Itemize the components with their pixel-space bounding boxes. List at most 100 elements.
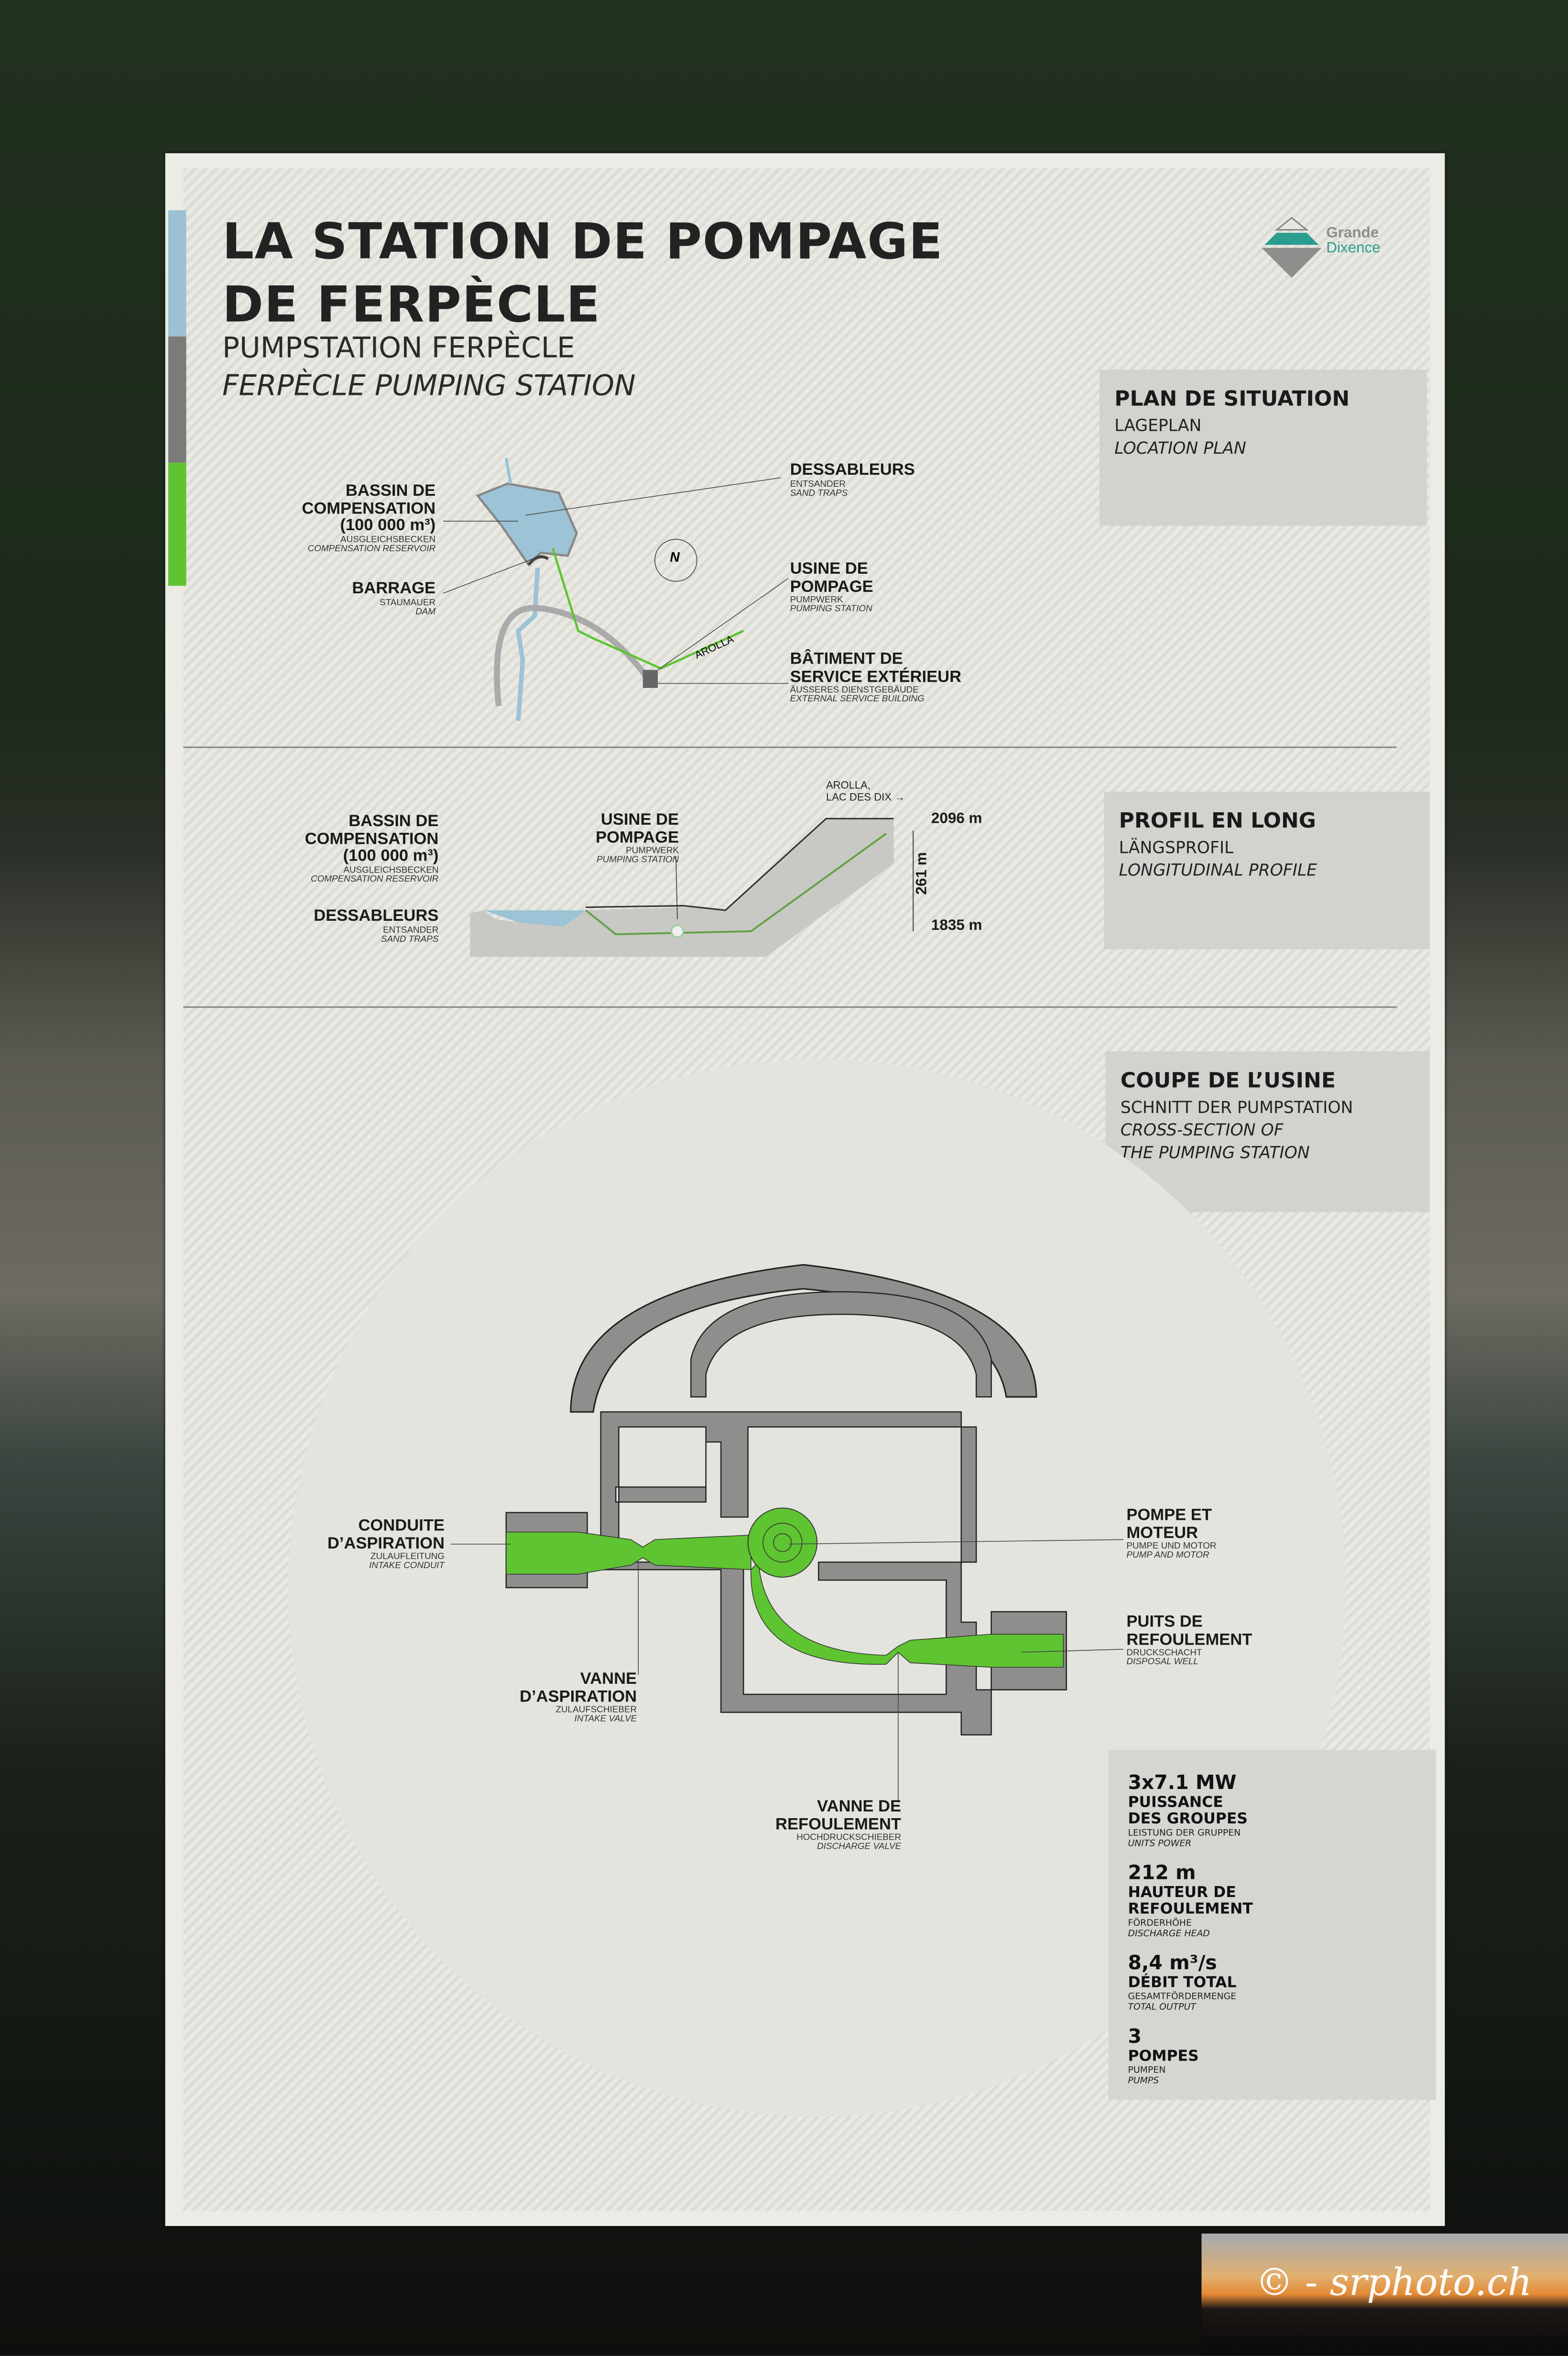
pump-icon <box>747 1507 818 1578</box>
elevation-top: 2096 m <box>931 811 982 828</box>
section-en-1: CROSS-SECTION OF <box>1120 1120 1284 1140</box>
label-de: STAUMAUER <box>380 599 436 608</box>
elevation-bottom: 1835 m <box>931 917 982 935</box>
stat-fr: POMPES <box>1128 2049 1199 2065</box>
label-en: DISCHARGE VALVE <box>817 1843 902 1853</box>
stat-fr: DES GROUPES <box>1128 1811 1248 1828</box>
stat-de: LEISTUNG DER GRUPPEN <box>1128 1828 1241 1839</box>
label-en: COMPENSATION RESERVOIR <box>307 545 436 555</box>
location-plan-map <box>443 458 789 721</box>
color-bar-blue <box>168 210 186 337</box>
label-fr: D’ASPIRATION <box>519 1687 637 1706</box>
stat-fr: PUISSANCE <box>1128 1795 1223 1812</box>
section-de: LAGEPLAN <box>1114 416 1202 436</box>
station-cross-section <box>450 1264 1124 1803</box>
label-fr: (100 000 m³) <box>343 847 439 865</box>
label-fr: D’ASPIRATION <box>327 1534 445 1553</box>
label-fr: USINE DE <box>600 811 679 829</box>
section-cut-box: COUPE DE L’USINE SCHNITT DER PUMPSTATION… <box>1105 1051 1430 1212</box>
watermark-text: © - srphoto.ch <box>1255 2260 1532 2304</box>
label-fr: DESSABLEURS <box>314 907 439 926</box>
label-en: EXTERNAL SERVICE BUILDING <box>790 696 925 705</box>
label-fr: CONDUITE <box>358 1517 445 1535</box>
divider <box>183 746 1397 748</box>
label-fr: BÂTIMENT DE <box>790 650 903 669</box>
label-fr: DESSABLEURS <box>790 461 915 480</box>
stat-en: TOTAL OUTPUT <box>1128 2002 1196 2013</box>
label-en: DAM <box>415 608 436 617</box>
stat-en: DISCHARGE HEAD <box>1128 1929 1210 1940</box>
logo-text-2: Dixence <box>1326 240 1381 257</box>
stat-fr: REFOULEMENT <box>1128 1901 1253 1919</box>
stat-value: 3x7.1 MW <box>1128 1772 1237 1795</box>
label-fr: PUITS DE <box>1126 1613 1203 1631</box>
label-fr: POMPE ET <box>1126 1506 1212 1525</box>
label-fr: SERVICE EXTÉRIEUR <box>790 667 962 686</box>
label-de: ZULAUFSCHIEBER <box>555 1706 637 1716</box>
color-bar-green <box>168 462 186 586</box>
label-de: AUSGLEICHSBECKEN <box>340 535 436 545</box>
label-en: INTAKE CONDUIT <box>369 1562 445 1572</box>
stat-de: FÖRDERHÖHE <box>1128 1918 1192 1929</box>
stat-fr: HAUTEUR DE <box>1128 1885 1236 1902</box>
label-en: SAND TRAPS <box>381 935 439 945</box>
label-en: SAND TRAPS <box>790 489 848 499</box>
label-fr: REFOULEMENT <box>775 1815 902 1833</box>
label-en: PUMPING STATION <box>790 606 872 615</box>
label-de: ÄUSSERES DIENSTGEBÄUDE <box>790 687 919 696</box>
stat-en: PUMPS <box>1128 2075 1159 2086</box>
divider <box>183 1006 1397 1008</box>
page-title: LA STATION DE POMPAGE DE FERPÈCLE <box>222 210 943 337</box>
destination-line-1: AROLLA, <box>826 781 871 792</box>
logo-diamond-icon <box>1262 217 1322 278</box>
label-de: PUMPWERK <box>626 847 679 857</box>
label-fr: BARRAGE <box>352 579 436 598</box>
label-fr: BASSIN DE <box>348 812 439 831</box>
section-profile-box: PROFIL EN LONG LÄNGSPROFIL LONGITUDINAL … <box>1104 791 1430 949</box>
stat-value: 212 m <box>1128 1862 1196 1885</box>
longitudinal-profile <box>470 818 914 957</box>
label-de: DRUCKSCHACHT <box>1126 1649 1202 1658</box>
title-line-1: LA STATION DE POMPAGE <box>222 211 944 271</box>
north-label: N <box>670 549 680 565</box>
section-de: LÄNGSPROFIL <box>1119 838 1234 858</box>
label-de: ENTSANDER <box>383 926 439 935</box>
label-en: COMPENSATION RESERVOIR <box>310 875 439 885</box>
stat-de: PUMPEN <box>1128 2065 1166 2076</box>
section-heading: PROFIL EN LONG <box>1119 809 1316 834</box>
destination-label: AROLLA,LAC DES DIX → <box>826 781 905 805</box>
stat-value: 3 <box>1128 2026 1142 2049</box>
label-fr: COMPENSATION <box>305 829 439 848</box>
label-fr: COMPENSATION <box>302 499 436 518</box>
grande-dixence-logo: Grande Dixence <box>1259 215 1394 282</box>
label-de: PUMPE UND MOTOR <box>1126 1542 1217 1552</box>
height-difference: 261 m <box>914 852 931 895</box>
label-de: HOCHDRUCKSCHIEBER <box>796 1834 902 1843</box>
label-fr: BASSIN DE <box>345 482 436 501</box>
stat-fr: DÉBIT TOTAL <box>1128 1975 1237 1992</box>
label-de: ZULAUFLEITUNG <box>370 1553 445 1562</box>
label-fr: USINE DE <box>790 560 868 578</box>
label-fr: REFOULEMENT <box>1126 1630 1252 1649</box>
label-fr: VANNE DE <box>817 1798 902 1816</box>
label-en: PUMPING STATION <box>596 857 679 866</box>
section-heading: COUPE DE L’USINE <box>1120 1069 1336 1094</box>
subtitle-de: PUMPSTATION FERPÈCLE <box>222 332 575 365</box>
watermark: © - srphoto.ch <box>1201 2233 1568 2356</box>
label-de: AUSGLEICHSBECKEN <box>343 866 439 875</box>
label-fr: VANNE <box>580 1670 637 1689</box>
